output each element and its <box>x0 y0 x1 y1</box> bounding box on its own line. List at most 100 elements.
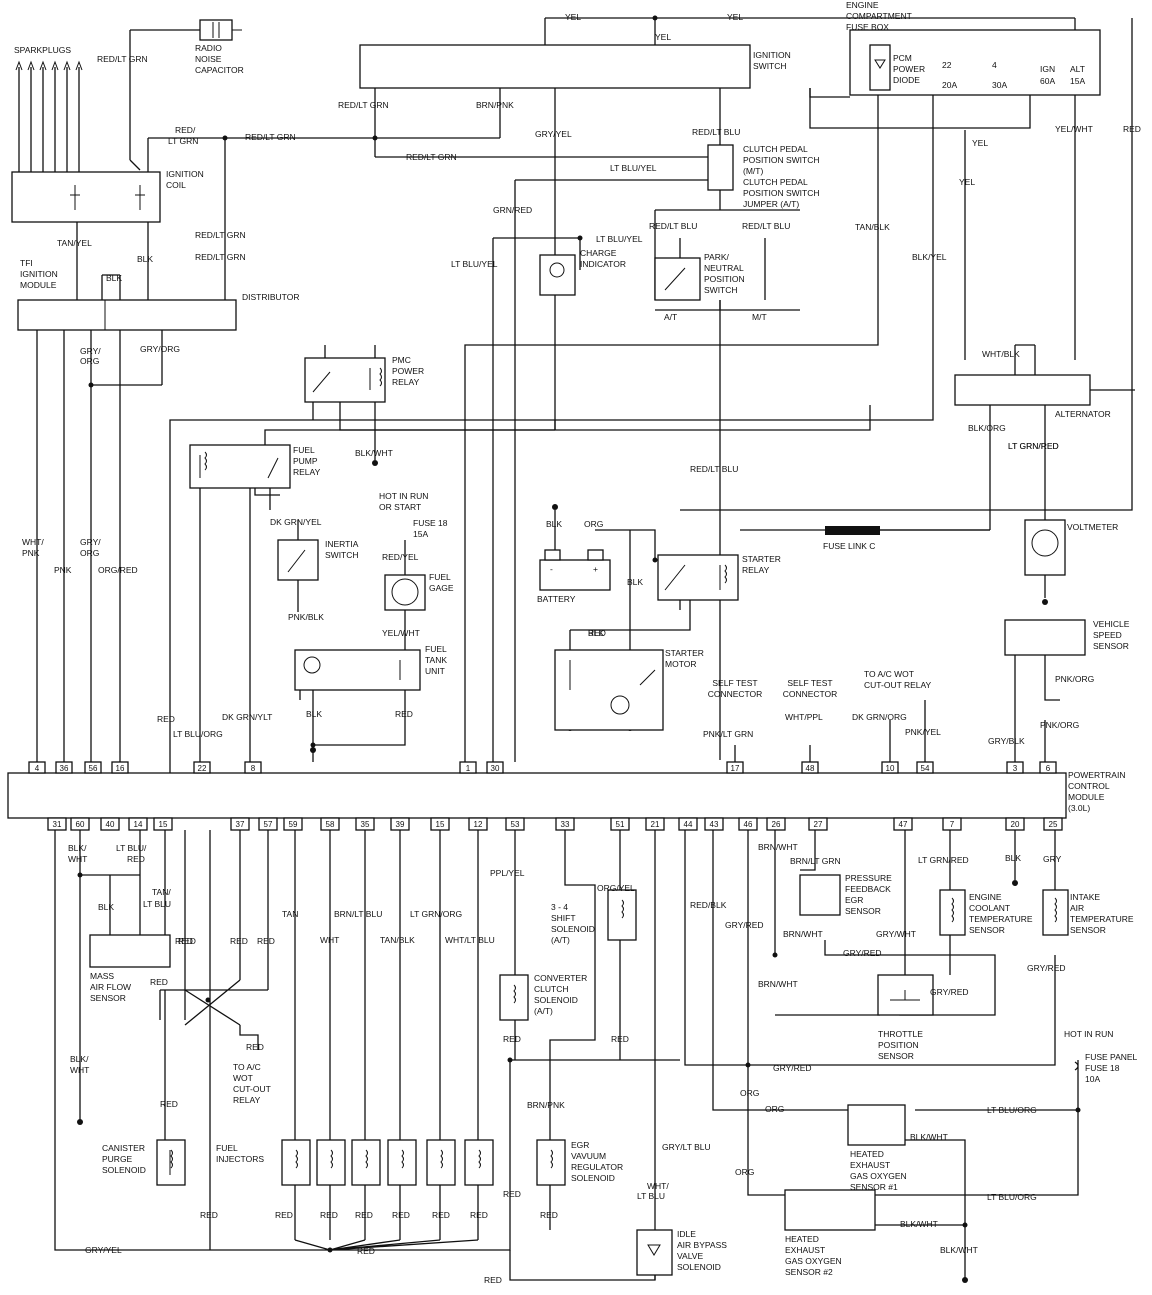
pcm-pin-number: 56 <box>89 764 98 773</box>
wire-label: RED <box>503 1034 521 1044</box>
wire-label: LT GRN/RED <box>1008 441 1059 451</box>
pcm-pin-box <box>704 817 724 831</box>
pcm-pin-number: 59 <box>289 820 298 829</box>
pcm-pin-box <box>766 817 786 831</box>
fuse-box-label: 30A <box>992 80 1007 90</box>
wire-label: RED <box>246 1042 264 1052</box>
pcm-pin-number: 20 <box>1011 820 1020 829</box>
wire-label: GRY <box>1043 854 1062 864</box>
pcm-pin-box <box>459 761 477 774</box>
pcm-pin-box <box>1043 817 1063 831</box>
wire-label: ORG <box>765 1104 784 1114</box>
pcm-pin-number: 57 <box>264 820 273 829</box>
wire-label: LT GRN/RED <box>1008 441 1059 451</box>
wire-label: BLK/WHT <box>940 1245 978 1255</box>
pcm-pin-box <box>47 817 67 831</box>
fuse-box-label: 4 <box>992 60 997 70</box>
wire-label: TAN/ <box>152 887 171 897</box>
wire-label: RED <box>432 1210 450 1220</box>
wire-label: WHT <box>70 1065 89 1075</box>
pcm-pin-box <box>942 817 962 831</box>
pcm-pin-number: 39 <box>396 820 405 829</box>
charge-indicator <box>539 254 576 296</box>
wire-label: GRN/RED <box>493 205 532 215</box>
pcm-pin-number: 3 <box>1013 764 1018 773</box>
wire-label: WHT/ <box>647 1181 669 1191</box>
wire-label: ORG <box>735 1167 754 1177</box>
wire-label: ORG/YEL <box>597 883 635 893</box>
wire-label: PNK/ORG <box>1040 720 1079 730</box>
pcm-pin-box <box>738 817 758 831</box>
pmc-power-relay <box>304 357 386 403</box>
pcm-pin-number: 54 <box>921 764 930 773</box>
throttle-position-sensor <box>877 974 934 1016</box>
wire-label: BLK <box>1005 853 1021 863</box>
wire-label: BRN/WHT <box>758 979 798 989</box>
fuel-pump-relay <box>189 444 291 489</box>
wire-label: RED <box>588 628 606 638</box>
pcm-pin-number: 48 <box>806 764 815 773</box>
wire-label: RED <box>395 709 413 719</box>
wire-label: RED <box>200 1210 218 1220</box>
wire-label: RED <box>160 1099 178 1109</box>
wire-label: GRY/ <box>80 537 101 547</box>
pcm-pin-box <box>881 761 899 774</box>
battery-terminal-sign: + <box>593 564 598 574</box>
wire-label: RED/LT BLU <box>649 221 697 231</box>
wire-label: RED/LT BLU <box>742 221 790 231</box>
pcm-pin-box <box>193 761 211 774</box>
pcm-pin-number: 46 <box>744 820 753 829</box>
wire-label: LT BLU/ORG <box>173 729 223 739</box>
wire-label: YEL <box>972 138 988 148</box>
engine-coolant-temp-sensor <box>939 889 966 936</box>
pcm-pin-number: 31 <box>53 820 62 829</box>
sparkplugs <box>15 60 83 71</box>
wire-label: BLK/WHT <box>910 1132 948 1142</box>
pcm-pin-box <box>153 817 173 831</box>
pcm-pin-box <box>111 761 129 774</box>
pcm-pin-box <box>555 817 575 831</box>
wire-label: YEL <box>655 32 671 42</box>
pcm-pin-number: 6 <box>1046 764 1051 773</box>
wire-label: GRY/ <box>80 346 101 356</box>
fuse-box-label: 60A <box>1040 76 1055 86</box>
pcm-pin-box <box>430 817 450 831</box>
wire-label: GRY/RED <box>773 1063 812 1073</box>
wire-label: RED <box>127 854 145 864</box>
wire-label: RED <box>175 936 193 946</box>
shift-solenoid-3-4 <box>607 889 637 941</box>
wire-label: BLK/WHT <box>355 448 393 458</box>
pcm-pin-box <box>893 817 913 831</box>
wire-label: BLK/ORG <box>968 423 1006 433</box>
pcm-pin-box <box>468 817 488 831</box>
wire-label: WHT/LT BLU <box>445 935 495 945</box>
fuse-box-label: ALT <box>1070 64 1085 74</box>
wire-label: BRN/PNK <box>527 1100 565 1110</box>
pcm-pin-box <box>801 761 819 774</box>
wire-label: DK GRN/YEL <box>270 517 322 527</box>
pcm-pin-number: 35 <box>361 820 370 829</box>
wire-label: RED/BLK <box>690 900 727 910</box>
battery-terminal-sign: - <box>550 564 553 574</box>
pcm-pin-number: 12 <box>474 820 483 829</box>
vehicle-speed-sensor <box>1004 619 1086 656</box>
pcm-pin-box <box>230 817 250 831</box>
wire-label: PPL/YEL <box>490 868 525 878</box>
pcm-pin-number: 4 <box>35 764 40 773</box>
pcm-pin-number: 40 <box>106 820 115 829</box>
clutch-pedal-switch <box>707 144 734 191</box>
